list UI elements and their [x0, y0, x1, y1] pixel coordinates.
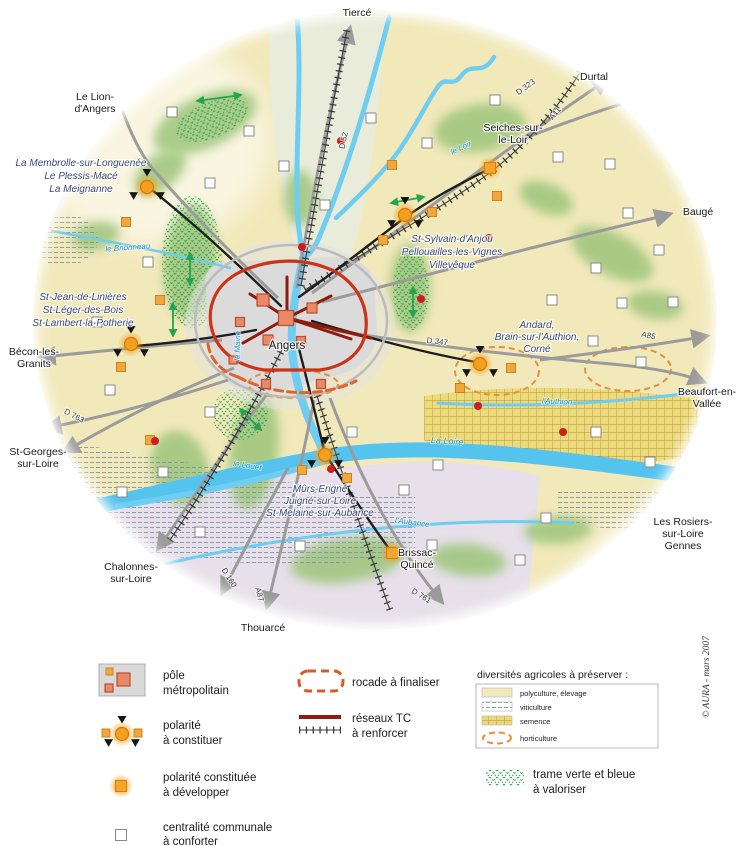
legend-pole-line1: pôle	[163, 670, 185, 682]
river-label: l'Authion	[542, 396, 573, 406]
town-label: Seiches-sur-	[484, 122, 543, 134]
town-label: Gennes	[665, 540, 702, 552]
legend-reseaux-line1: réseaux TC	[352, 713, 411, 725]
orange-polarity-squares	[116, 160, 516, 483]
red-dots	[151, 137, 567, 473]
town-label: Quincé	[400, 559, 433, 571]
legend-rocade: rocade à finaliser	[297, 669, 440, 693]
river-label: La Loire	[431, 435, 464, 447]
town-label: Granits	[17, 358, 51, 370]
legend-pole-line2: métropolitain	[163, 685, 229, 697]
town-labels: Tiercé Durtal Le Lion- d'Angers Seiches-…	[8, 6, 738, 636]
map-edge-feather	[9, 0, 741, 652]
legend-trame-verte: trame verte et bleue à valoriser	[486, 769, 635, 796]
legend-reseaux-tc: réseaux TC à renforcer	[299, 713, 411, 740]
cluster-label: Brain-sur-l'Authion,	[495, 332, 580, 343]
viticulture-swatch	[481, 701, 513, 712]
river-label: le Brionneau	[105, 241, 151, 253]
legend-trame-line2: à valoriser	[533, 784, 586, 796]
polarite-constituee-icon	[108, 773, 134, 799]
cluster-label: Villevêque	[429, 260, 475, 271]
cluster-label: Juigné-sur-Loire	[283, 496, 357, 507]
town-label: Le Lion-	[76, 91, 114, 103]
legend-reseaux-line2: à renforcer	[352, 728, 408, 740]
town-label: St-Georges-	[9, 446, 67, 458]
town-label: Bécon-les-	[9, 346, 60, 358]
town-label: sur-Loire	[110, 573, 152, 585]
legend-polarite-constituee-line1: polarité constituée	[163, 772, 256, 784]
river-label: la Maine	[232, 330, 242, 361]
town-label: Beaufort-en-	[678, 386, 737, 398]
legend-pole-metropolitain: pôle métropolitain	[98, 663, 229, 697]
cluster-label: St-Lambert-la-Potherie	[32, 318, 134, 329]
cluster-label: St-Sylvain-d'Anjou	[411, 234, 493, 245]
town-label: Thouarcé	[241, 622, 286, 634]
legend-agri-header: diversités agricoles à préserver :	[477, 669, 628, 681]
centralite-communale-icon	[115, 829, 127, 841]
horticulture-swatch	[482, 731, 512, 745]
cluster-label: Pellouailles-les-Vignes	[402, 247, 502, 258]
legend-agri-item: horticulture	[520, 734, 557, 743]
cluster-label: Corné	[523, 344, 551, 355]
legend: pôle métropolitain polarité à constituer…	[98, 635, 712, 846]
rocade-layer	[193, 243, 389, 399]
river-labels: le Loir le Brionneau la Maine La Loire l…	[104, 138, 573, 530]
legend-polarite-a-constituer: polarité à constituer	[101, 715, 223, 748]
legend-agri-item: polyculture, élevage	[520, 689, 587, 698]
legend-diversites-agricoles: diversités agricoles à préserver : polyc…	[475, 669, 659, 749]
town-label-angers: Angers	[269, 340, 306, 352]
legend-centralite-line1: centralité communale	[163, 822, 272, 834]
horticulture-areas	[247, 346, 672, 399]
legend-polarite-constituee-line2: à développer	[163, 787, 230, 799]
trame-verte-swatch	[486, 769, 524, 786]
cluster-label: Mûrs-Erigné	[293, 484, 348, 495]
town-label: Vallée	[693, 398, 722, 410]
town-label: Tiercé	[343, 7, 372, 19]
cluster-label: St-Jean-de-Linières	[39, 292, 126, 303]
legend-centralite-communale: centralité communale à conforter	[115, 822, 272, 846]
cluster-label: Le Plessis-Macé	[44, 171, 118, 182]
town-label: le-Loir	[498, 134, 528, 146]
town-label: Les Rosiers-	[654, 516, 713, 528]
town-label: Baugé	[683, 206, 714, 218]
legend-polarite-constituer-line1: polarité	[163, 720, 201, 732]
cluster-label: La Meignanne	[49, 184, 113, 195]
metro-squares	[228, 293, 327, 390]
cluster-label: La Membrolle-sur-Longuenée	[15, 158, 146, 169]
polyculture-swatch	[481, 687, 513, 698]
legend-trame-line1: trame verte et bleue	[533, 769, 635, 781]
town-label: Durtal	[580, 71, 608, 83]
legend-polarite-constituer-line2: à constituer	[163, 735, 223, 747]
legend-rocade-label: rocade à finaliser	[352, 677, 440, 689]
cluster-label: Andard,	[518, 320, 554, 331]
road-label: D 347	[426, 336, 449, 348]
town-label: sur-Loire	[17, 458, 59, 470]
rocade-icon	[297, 669, 345, 693]
town-label: Brissac-	[398, 547, 436, 559]
cluster-label: St-Melaine-sur-Aubance	[266, 508, 374, 519]
communal-centre-squares	[91, 94, 679, 566]
cluster-label: St-Léger-des-Bois	[43, 305, 123, 316]
map-body	[33, 10, 717, 630]
copyright-text: © AURA - mars 2007	[701, 635, 712, 718]
town-label: d'Angers	[74, 103, 115, 115]
legend-polarite-constituee: polarité constituée à développer	[108, 772, 256, 799]
town-label: Chalonnes-	[104, 561, 158, 573]
legend-agri-item: viticulture	[520, 703, 552, 712]
semence-swatch	[481, 715, 513, 726]
legend-agri-item: semence	[520, 717, 550, 726]
road-label: A85	[641, 330, 657, 342]
town-label: sur-Loire	[662, 528, 704, 540]
legend-centralite-line2: à conforter	[163, 836, 218, 846]
